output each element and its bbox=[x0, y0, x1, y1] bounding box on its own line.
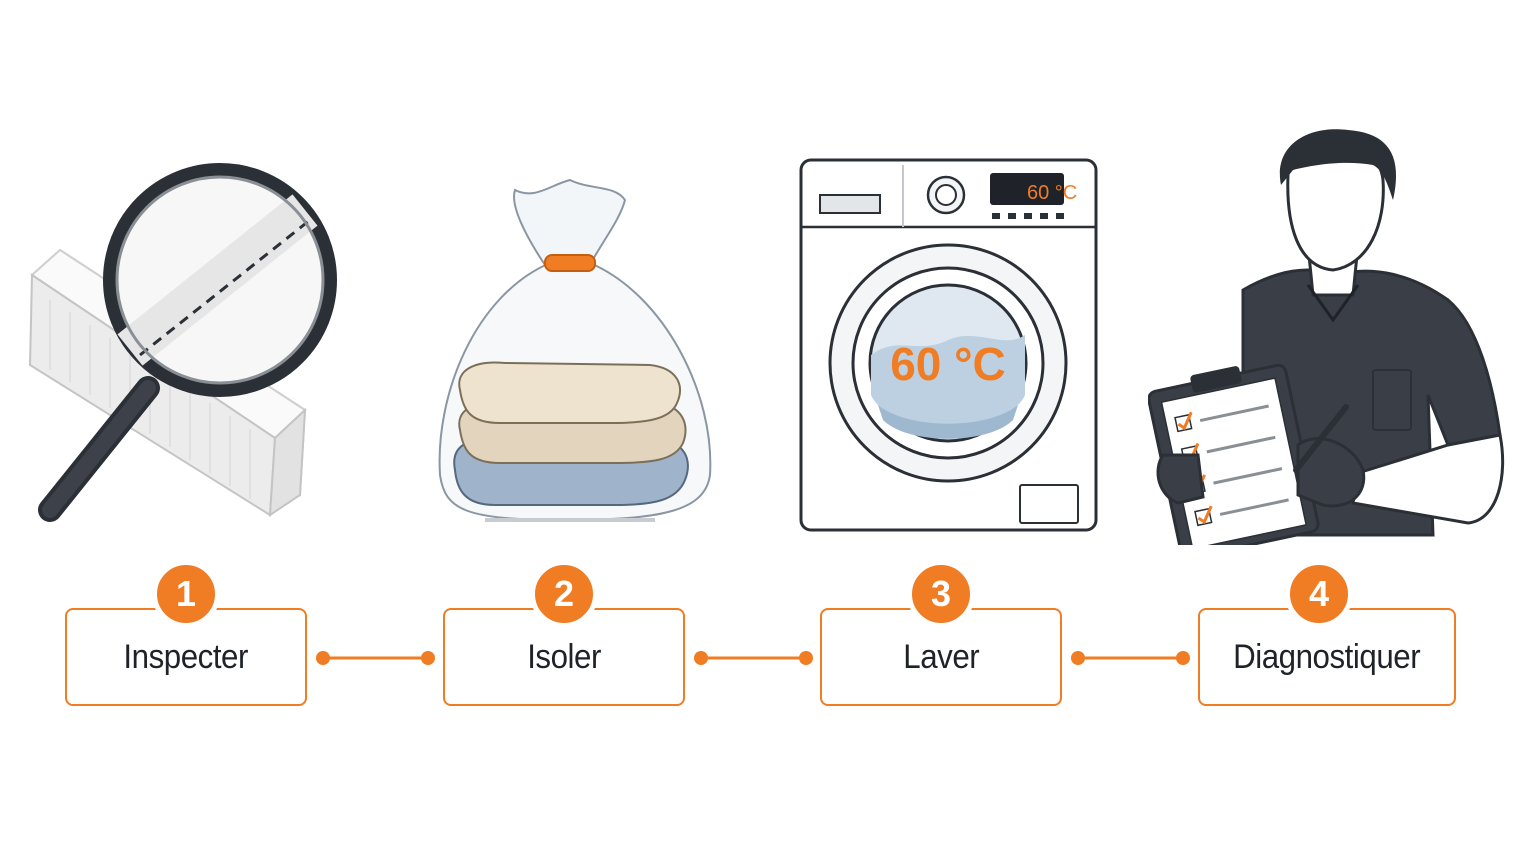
step-number-badge: 3 bbox=[907, 560, 975, 628]
step-number-badge: 4 bbox=[1285, 560, 1353, 628]
sealed-bag-laundry-icon bbox=[438, 178, 712, 522]
step-number: 4 bbox=[1308, 573, 1330, 614]
step-label: Isoler bbox=[527, 637, 601, 676]
step-label: Inspecter bbox=[123, 637, 249, 676]
technician-checklist-icon bbox=[1148, 129, 1505, 545]
step-label: Diagnostiquer bbox=[1233, 637, 1421, 676]
connector-2-3 bbox=[694, 651, 813, 665]
drum-temp-label: 60 °C bbox=[890, 338, 1006, 390]
step-label: Laver bbox=[903, 637, 979, 676]
step-number: 1 bbox=[175, 573, 197, 614]
magnifier-mattress-icon bbox=[28, 163, 337, 522]
step-number: 3 bbox=[930, 573, 952, 614]
connector-3-4 bbox=[1071, 651, 1190, 665]
step-number-badge: 2 bbox=[530, 560, 598, 628]
step-number: 2 bbox=[553, 573, 575, 614]
washer-display-temp: 60 °C bbox=[1027, 182, 1077, 204]
connector-1-2 bbox=[316, 651, 435, 665]
step-number-badge: 1 bbox=[152, 560, 220, 628]
washing-machine-icon: 60 °C 60 °C bbox=[799, 158, 1098, 532]
